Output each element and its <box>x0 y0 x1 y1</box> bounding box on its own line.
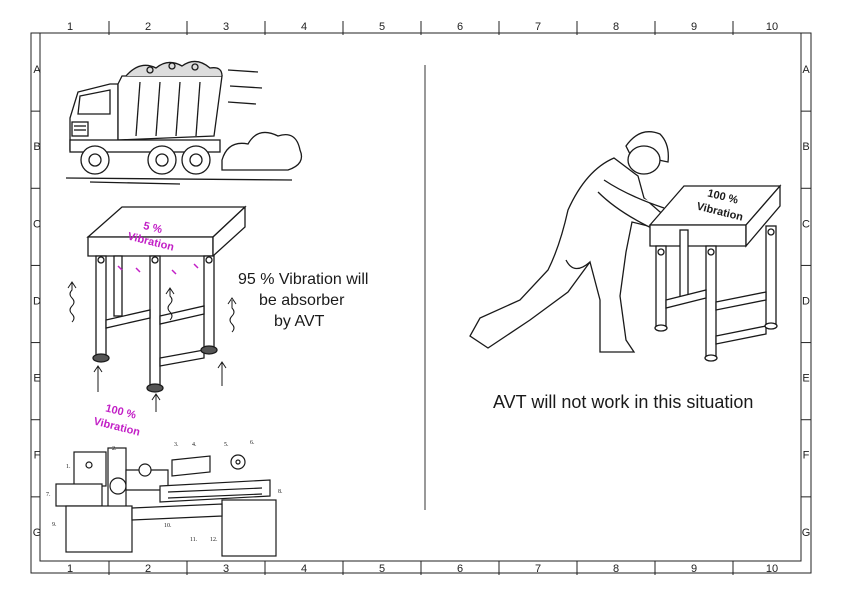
column-label: 3 <box>223 21 229 33</box>
row-label: E <box>33 373 40 385</box>
column-label: 1 <box>67 21 73 33</box>
svg-text:4.: 4. <box>192 442 197 448</box>
column-label: 5 <box>379 563 385 575</box>
table-top-vibration-percent: 5 % <box>142 220 164 236</box>
dump-truck-illustration <box>65 60 303 185</box>
column-label: 8 <box>613 563 619 575</box>
row-label: A <box>33 64 41 76</box>
svg-text:3.: 3. <box>174 442 179 448</box>
column-label: 2 <box>145 21 151 33</box>
row-labels-left: A B C D E F G <box>33 64 42 539</box>
column-label: 7 <box>535 563 541 575</box>
column-label: 10 <box>766 21 778 33</box>
row-label: C <box>802 218 810 230</box>
column-label: 8 <box>613 21 619 33</box>
column-label: 4 <box>301 21 307 33</box>
row-label: A <box>802 64 810 76</box>
row-label: D <box>33 295 41 307</box>
table-right-no-avt <box>648 184 782 362</box>
column-label: 9 <box>691 563 697 575</box>
svg-text:1.: 1. <box>66 464 71 470</box>
row-label: D <box>802 295 810 307</box>
column-label: 9 <box>691 21 697 33</box>
column-label: 3 <box>223 563 229 575</box>
row-label: G <box>802 527 811 539</box>
row-label: G <box>33 527 42 539</box>
column-label: 4 <box>301 563 307 575</box>
column-label: 10 <box>766 563 778 575</box>
absorb-text-line1: 95 % Vibration will <box>238 271 368 288</box>
column-label: 5 <box>379 21 385 33</box>
svg-text:8.: 8. <box>278 489 283 495</box>
column-label: 6 <box>457 21 463 33</box>
svg-text:9.: 9. <box>52 522 57 528</box>
row-label: E <box>802 373 809 385</box>
lathe-machine-illustration <box>55 447 277 557</box>
svg-text:12.: 12. <box>210 537 218 543</box>
column-label: 2 <box>145 563 151 575</box>
row-label: C <box>33 218 41 230</box>
column-label: 6 <box>457 563 463 575</box>
column-labels-bottom: 1 2 3 4 5 6 7 8 9 10 <box>67 563 778 575</box>
svg-text:2.: 2. <box>112 446 117 452</box>
row-label: F <box>34 450 41 462</box>
frame-ticks <box>31 21 811 575</box>
row-label: B <box>802 141 809 153</box>
row-label: B <box>33 141 40 153</box>
row-labels-right: A B C D E F G <box>802 64 811 539</box>
avt-table-left <box>86 205 247 393</box>
absorbed-vibration-marks <box>117 263 199 275</box>
column-label: 7 <box>535 21 541 33</box>
row-label: F <box>803 450 810 462</box>
svg-text:6.: 6. <box>250 440 255 446</box>
absorb-text-line3: by AVT <box>274 313 325 330</box>
svg-text:10.: 10. <box>164 523 172 529</box>
vibration-arrows-left <box>67 281 237 412</box>
svg-text:11.: 11. <box>190 537 198 543</box>
column-label: 1 <box>67 563 73 575</box>
lathe-callouts: 1. 2. 3. 4. 5. 6. 7. 8. 9. 10. 11. 12. <box>46 440 283 543</box>
svg-text:5.: 5. <box>224 442 229 448</box>
right-caption: AVT will not work in this situation <box>493 392 753 412</box>
column-labels-top: 1 2 3 4 5 6 7 8 9 10 <box>67 21 778 33</box>
svg-text:7.: 7. <box>46 492 51 498</box>
absorb-text-line2: be absorber <box>259 292 345 309</box>
